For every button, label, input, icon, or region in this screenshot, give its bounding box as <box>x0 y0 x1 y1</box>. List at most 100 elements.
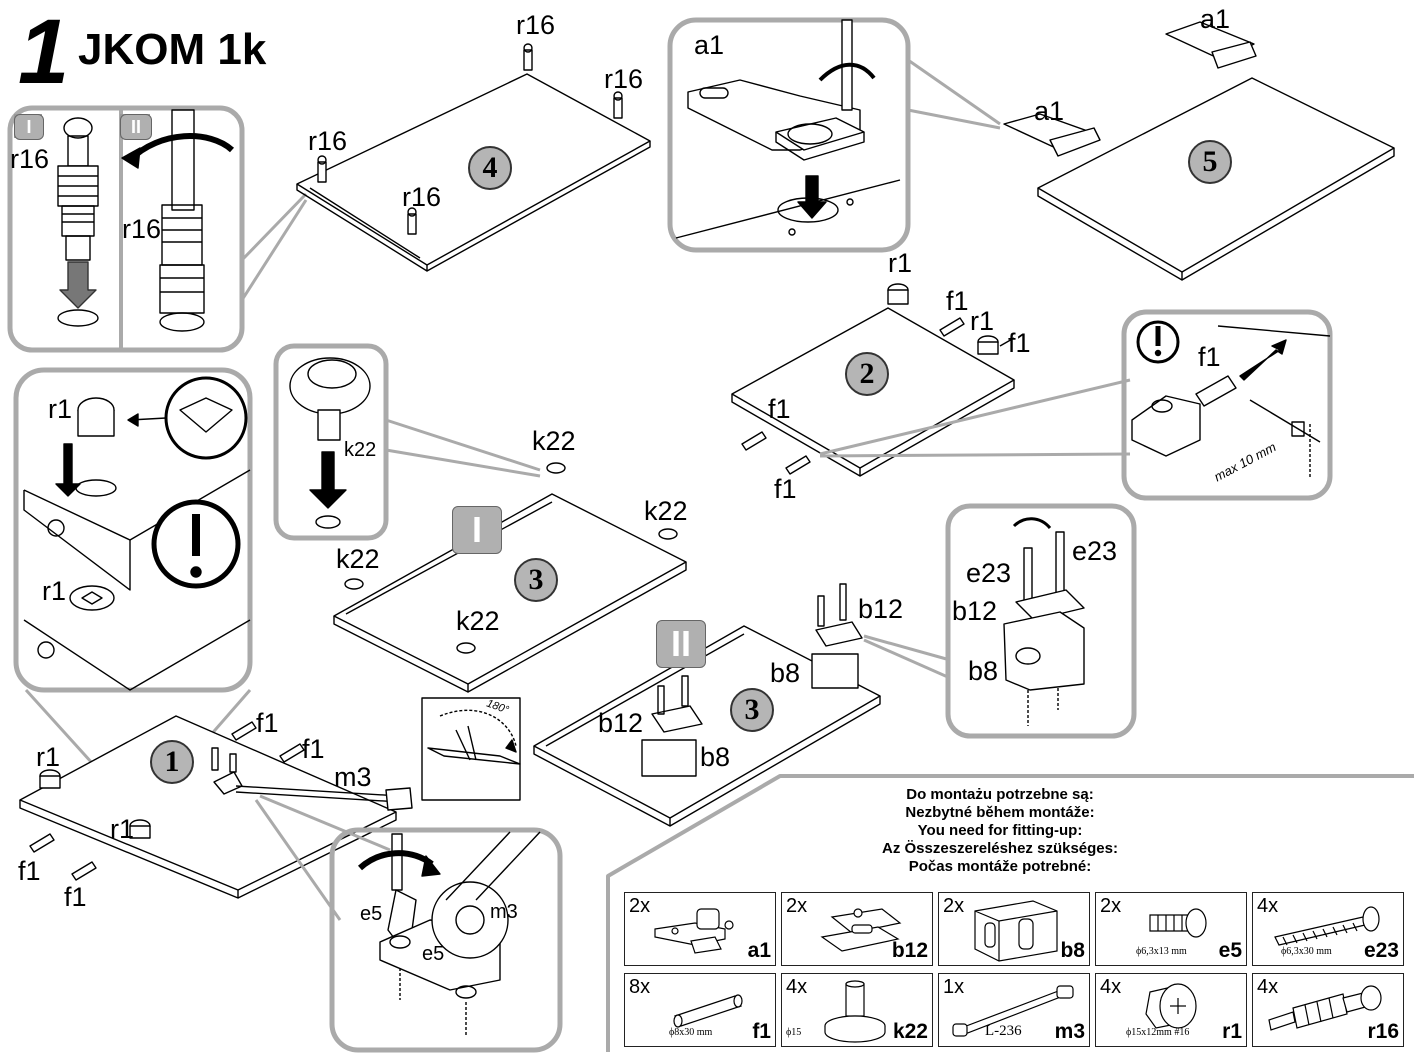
label-f1: f1 <box>774 474 797 504</box>
label-b8: b8 <box>700 742 731 772</box>
part-card-b12: 2x b12 <box>781 892 933 966</box>
parts-heading-line: Do montażu potrzebne są: <box>906 786 1094 803</box>
hinge-markers-panel-5 <box>1003 21 1257 157</box>
label-k22: k22 <box>644 496 688 526</box>
glide-detail-illustration <box>289 357 371 529</box>
part-dimension: ϕ6,3x30 mm <box>1281 946 1332 957</box>
label-r1: r1 <box>970 306 995 336</box>
part-qty: 4x <box>1100 976 1122 998</box>
detail-glide-frame <box>273 343 389 541</box>
part-code: f1 <box>752 1020 771 1043</box>
label-r1: r1 <box>48 394 73 424</box>
part-code: e23 <box>1363 939 1399 962</box>
part-dimension: ϕ15x12mm #16 <box>1126 1027 1190 1038</box>
label-r1: r1 <box>42 576 67 606</box>
label-k22: k22 <box>344 439 377 461</box>
step-number-4: 4 <box>468 146 512 190</box>
label-r16: r16 <box>10 144 50 174</box>
label-f1: f1 <box>256 708 279 738</box>
part-qty: 2x <box>786 895 808 917</box>
label-r16: r16 <box>516 10 556 40</box>
label-f1: f1 <box>302 734 325 764</box>
label-f1: f1 <box>1198 342 1221 372</box>
panel-3-side-i-marker: I <box>452 506 502 554</box>
label-b8: b8 <box>770 658 801 688</box>
part-card-e23: 4x ϕ6,3x30 mm e23 <box>1252 892 1404 966</box>
part-code: k22 <box>892 1020 928 1043</box>
cam-lock-icon <box>1145 983 1197 1029</box>
label-e23: e23 <box>1072 536 1118 566</box>
short-screw-icon <box>1149 908 1207 938</box>
long-screw-icon <box>1274 906 1380 946</box>
detail-plate-frame <box>945 503 1137 739</box>
parts-heading-line: You need for fitting-up: <box>917 822 1083 839</box>
connector-bolt-icon <box>1268 985 1382 1031</box>
part-qty: 4x <box>786 976 808 998</box>
r16-bolt-markers <box>317 43 623 235</box>
hinge-detail-illustration <box>675 19 901 239</box>
plate-detail-illustration <box>1003 517 1085 726</box>
step-number-1: 1 <box>150 740 194 784</box>
part-dimension: L-236 <box>985 1023 1022 1039</box>
step-number-5: 5 <box>1188 140 1232 184</box>
part-code: b12 <box>891 939 928 962</box>
label-k22: k22 <box>456 606 500 636</box>
parts-heading-line: Nezbytné během montáže: <box>905 804 1095 821</box>
stay-detail-illustration <box>357 831 541 1036</box>
part-card-k22: 4x ϕ15 k22 <box>781 973 933 1047</box>
label-e5: e5 <box>422 943 445 965</box>
label-b8: b8 <box>968 656 999 686</box>
cam-detail-illustration <box>23 376 251 691</box>
part-code: a1 <box>747 939 771 962</box>
part-qty: 8x <box>629 976 651 998</box>
label-k22: k22 <box>532 426 576 456</box>
label-m3: m3 <box>334 762 372 792</box>
label-r16: r16 <box>308 126 348 156</box>
label-m3: m3 <box>490 901 518 923</box>
part-qty: 2x <box>943 895 965 917</box>
part-card-a1: 2x a1 <box>624 892 776 966</box>
part-card-m3: 1x L-236 m3 <box>938 973 1090 1047</box>
part-dimension: ϕ8x30 mm <box>669 1027 713 1038</box>
label-r16: r16 <box>122 214 162 244</box>
detail-dowel-frame <box>1121 309 1333 501</box>
part-card-e5: 2x ϕ6,3x13 mm e5 <box>1095 892 1247 966</box>
label-r16: r16 <box>402 182 442 212</box>
label-e5: e5 <box>360 903 383 925</box>
label-e23: e23 <box>966 558 1012 588</box>
parts-heading: Do montażu potrzebne są: Nezbytné během … <box>760 786 1240 876</box>
label-r1: r1 <box>36 742 61 772</box>
parts-heading-line: Počas montáže potrebné: <box>908 858 1092 875</box>
panel-1-hardware <box>29 721 413 881</box>
panel-1 <box>19 715 397 899</box>
step-number-3-side-ii: 3 <box>730 688 774 732</box>
step-number-3-side-i: 3 <box>514 558 558 602</box>
detail-cam-frame <box>13 367 253 693</box>
label-f1: f1 <box>946 286 969 316</box>
glide-foot-icon <box>824 980 886 1043</box>
product-name: JKOM 1k <box>78 25 267 74</box>
detail-hinge-frame <box>667 17 911 253</box>
step-marker-i: I <box>14 114 44 140</box>
part-qty: 1x <box>943 976 965 998</box>
label-a1: a1 <box>1034 96 1065 126</box>
part-code: r1 <box>1222 1020 1242 1043</box>
part-card-f1: 8x ϕ8x30 mm f1 <box>624 973 776 1047</box>
label-r16: r16 <box>604 64 644 94</box>
panel-3-i <box>333 462 687 693</box>
part-code: r16 <box>1367 1020 1399 1043</box>
dowel-detail-illustration <box>1131 325 1331 478</box>
label-b12: b12 <box>952 596 998 626</box>
detail-stay-frame <box>329 827 563 1053</box>
instruction-number: 1 <box>18 1 70 103</box>
part-dimension: ϕ6,3x13 mm <box>1136 946 1187 957</box>
label-f1: f1 <box>18 856 41 886</box>
dowel-icon <box>673 994 743 1028</box>
rotation-hint-illustration <box>427 709 521 765</box>
part-qty: 4x <box>1257 976 1279 998</box>
part-qty: 2x <box>629 895 651 917</box>
rotation-hint-box <box>421 697 521 801</box>
label-b12: b12 <box>598 708 644 738</box>
label-k22: k22 <box>336 544 380 574</box>
r16-bolt-illustration-i <box>57 117 99 327</box>
